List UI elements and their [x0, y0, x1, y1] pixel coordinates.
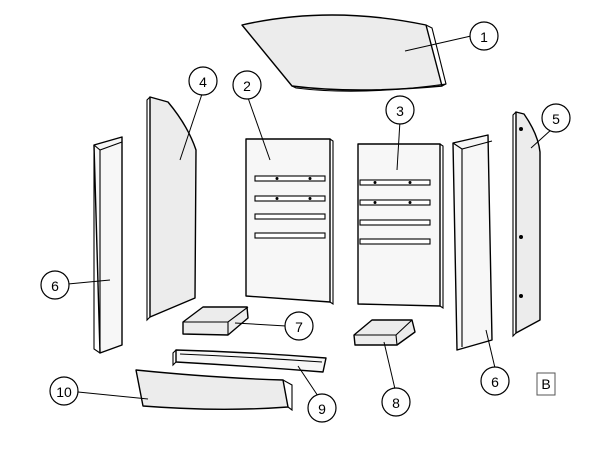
callout-4-label: 4: [199, 74, 207, 90]
callout-8-label: 8: [392, 395, 400, 411]
part-1-top-baffle: [241, 14, 447, 92]
callout-1: 1: [469, 21, 499, 51]
callout-10: 10: [49, 376, 79, 406]
callout-6-right-label: 6: [491, 374, 499, 390]
callout-10-label: 10: [56, 384, 72, 400]
callout-6-right: 6: [480, 366, 510, 396]
part-6-right-column: [452, 134, 493, 351]
part-5-right-side-panel: [512, 111, 541, 338]
callout-2-label: 2: [243, 78, 251, 94]
callout-9-label: 9: [318, 401, 326, 417]
callout-5: 5: [541, 103, 571, 133]
part-3-rear-panel-right: [357, 143, 444, 310]
part-8-right-brick: [353, 319, 416, 346]
part-4-left-side-panel: [146, 96, 197, 322]
callout-6-left: 6: [40, 270, 70, 300]
callout-3-label: 3: [396, 103, 404, 119]
callout-2: 2: [232, 70, 262, 100]
part-7-left-brick: [182, 306, 249, 336]
callout-8: 8: [381, 387, 411, 417]
part-9-front-rail: [172, 349, 327, 373]
part-10-front-brick: [135, 369, 293, 412]
view-label: B: [541, 376, 550, 392]
callout-4: 4: [188, 66, 218, 96]
callout-1-label: 1: [480, 29, 488, 45]
part-6-left-column: [93, 136, 123, 354]
view-label-box: B: [536, 372, 556, 396]
callout-7-label: 7: [295, 319, 303, 335]
leader-lines: [67, 35, 553, 400]
callout-7: 7: [284, 311, 314, 341]
part-2-rear-panel-left: [245, 138, 334, 306]
callout-5-label: 5: [552, 111, 560, 127]
callout-9: 9: [307, 393, 337, 423]
callout-6-left-label: 6: [51, 278, 59, 294]
callout-3: 3: [385, 95, 415, 125]
